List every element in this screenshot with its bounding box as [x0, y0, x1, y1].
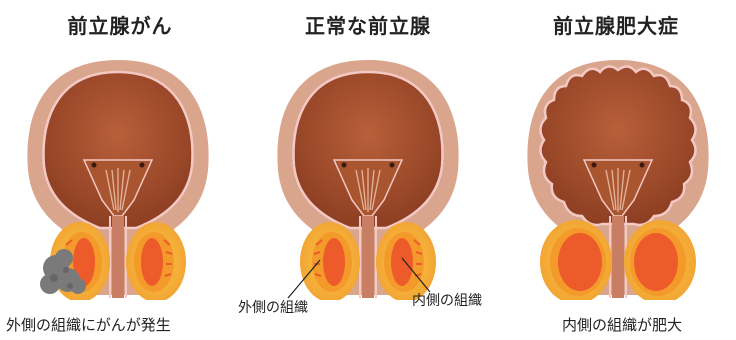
label-outer-tissue: 外側の組織 — [238, 297, 308, 317]
panel-title-normal: 正常な前立腺 — [248, 10, 488, 39]
caption-cancer: 外側の組織にがんが発生 — [6, 314, 171, 335]
label-inner-tissue: 内側の組織 — [412, 290, 482, 310]
normal-prostate-diagram — [258, 40, 478, 300]
panel-title-bph: 前立腺肥大症 — [496, 10, 736, 39]
caption-bph: 内側の組織が肥大 — [562, 314, 682, 335]
bph-diagram — [508, 40, 728, 300]
prostate-cancer-diagram — [8, 40, 228, 300]
panel-title-cancer: 前立腺がん — [0, 10, 240, 39]
